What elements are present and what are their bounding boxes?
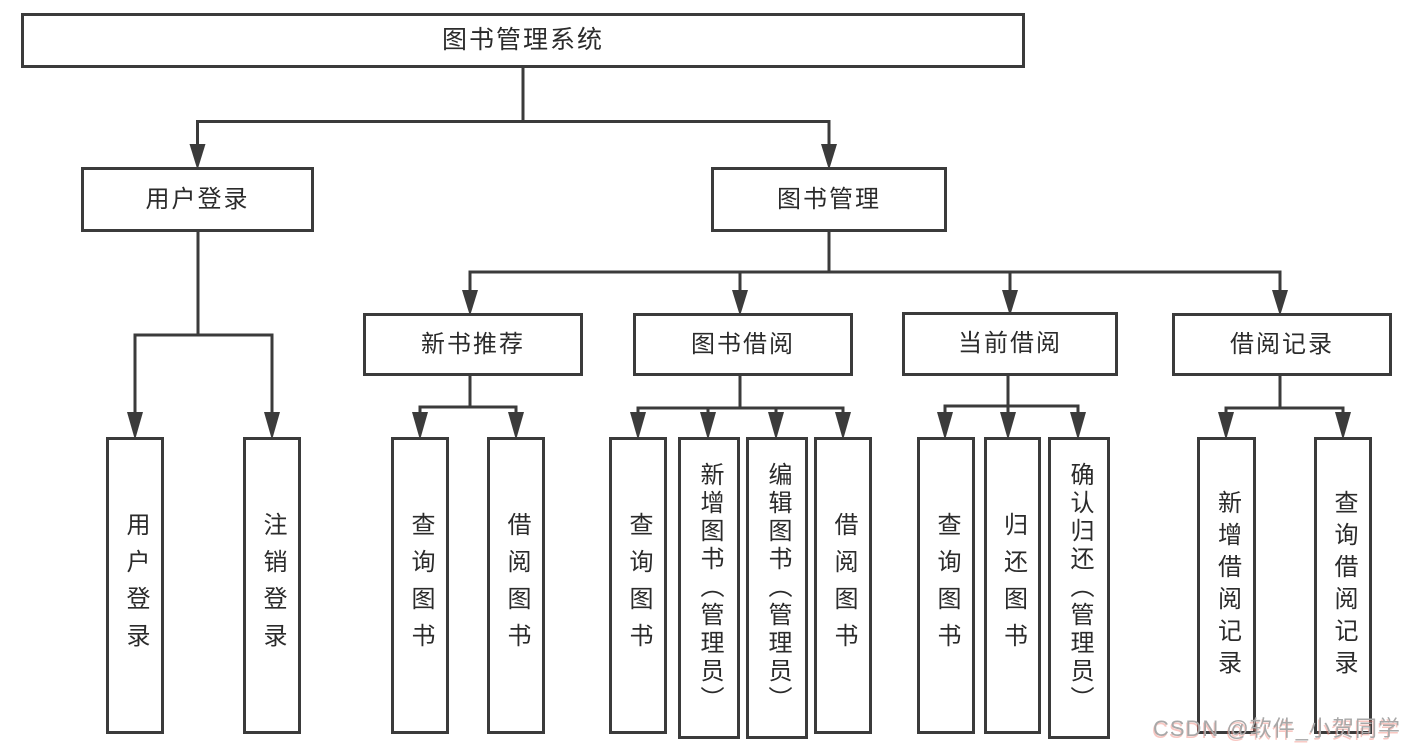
leaf-current-confirm-return-admin-label: 确认归还（管理员） <box>1066 462 1093 714</box>
connector-book-borrow <box>636 376 845 412</box>
leaf-user-login: 用户登录 <box>106 437 164 734</box>
leaf-borrow-borrow-books: 借阅图书 <box>814 437 872 734</box>
leaf-newrec-borrow-books: 借阅图书 <box>487 437 545 734</box>
leaf-current-confirm-return-admin: 确认归还（管理员） <box>1048 437 1110 739</box>
leaf-borrow-query-books-label: 查询图书 <box>625 511 652 660</box>
leaf-borrow-add-books-admin-label: 新增图书（管理员） <box>696 462 723 714</box>
connector-new-book-rec <box>418 376 518 412</box>
leaf-record-query: 查询借阅记录 <box>1314 437 1372 734</box>
connector-current-borrow <box>943 376 1080 412</box>
node-book-mgmt-label: 图书管理 <box>777 185 881 213</box>
connector-root <box>196 68 831 144</box>
arrowheads <box>127 144 1351 440</box>
leaf-current-return-books: 归还图书 <box>984 437 1041 734</box>
node-borrow-record-label: 借阅记录 <box>1230 330 1334 358</box>
connector-book-mgmt <box>468 232 1282 290</box>
node-root: 图书管理系统 <box>21 13 1025 68</box>
leaf-borrow-add-books-admin: 新增图书（管理员） <box>678 437 740 739</box>
leaf-newrec-query-books-label: 查询图书 <box>407 511 434 660</box>
leaf-record-add: 新增借阅记录 <box>1197 437 1256 734</box>
leaf-borrow-edit-books-admin: 编辑图书（管理员） <box>746 437 808 739</box>
node-borrow-record: 借阅记录 <box>1172 313 1392 376</box>
node-book-borrow: 图书借阅 <box>633 313 853 376</box>
leaf-borrow-query-books: 查询图书 <box>609 437 667 734</box>
leaf-current-query-books-label: 查询图书 <box>933 511 960 660</box>
connector-user-login <box>133 232 274 412</box>
node-new-book-rec-label: 新书推荐 <box>421 330 525 358</box>
leaf-record-add-label: 新增借阅记录 <box>1213 489 1241 682</box>
node-current-borrow-label: 当前借阅 <box>958 330 1062 357</box>
leaf-user-login-label: 用户登录 <box>122 511 149 660</box>
node-book-borrow-label: 图书借阅 <box>691 330 795 358</box>
leaf-record-query-label: 查询借阅记录 <box>1330 489 1357 682</box>
node-user-login: 用户登录 <box>81 167 314 232</box>
connector-borrow-record <box>1224 376 1345 412</box>
node-current-borrow: 当前借阅 <box>902 312 1118 376</box>
node-user-login-label: 用户登录 <box>145 185 250 213</box>
leaf-newrec-query-books: 查询图书 <box>391 437 449 734</box>
leaf-logout: 注销登录 <box>243 437 301 734</box>
leaf-newrec-borrow-books-label: 借阅图书 <box>503 511 530 660</box>
leaf-current-query-books: 查询图书 <box>917 437 975 734</box>
leaf-current-return-books-label: 归还图书 <box>999 511 1027 660</box>
node-root-label: 图书管理系统 <box>441 26 604 54</box>
node-book-mgmt: 图书管理 <box>711 167 947 232</box>
leaf-borrow-edit-books-admin-label: 编辑图书（管理员） <box>764 462 791 714</box>
watermark-text: CSDN @软件_小贺同学 <box>1152 716 1401 741</box>
node-new-book-rec: 新书推荐 <box>363 313 583 376</box>
leaf-borrow-borrow-books-label: 借阅图书 <box>830 511 857 660</box>
leaf-logout-label: 注销登录 <box>259 511 286 660</box>
